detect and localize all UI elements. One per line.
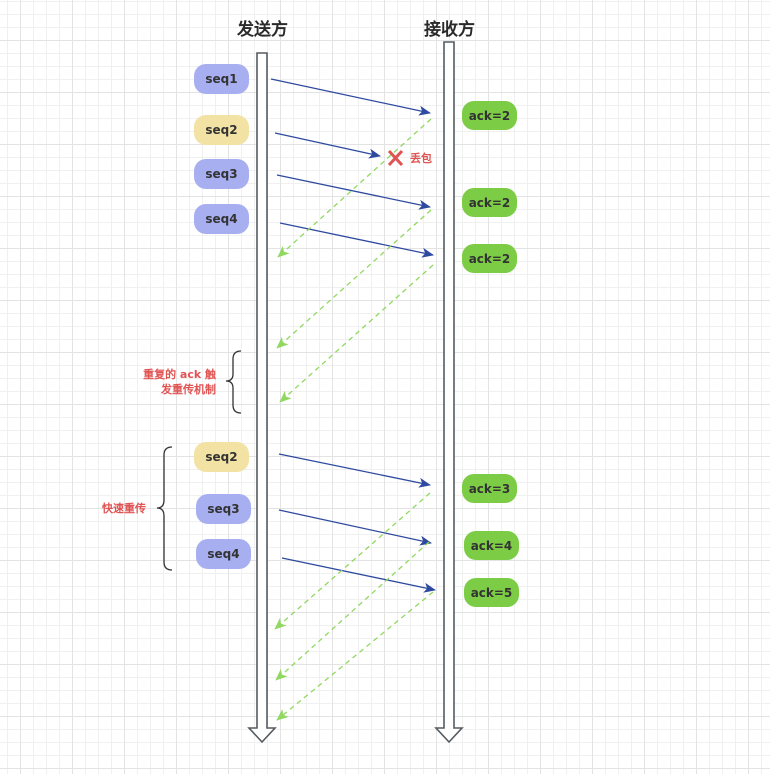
ack-2: ack=2 [462, 188, 517, 217]
packet-loss-icon [387, 149, 404, 167]
data-arrow-seq4 [279, 222, 434, 258]
ack-arrow-retransmit-1 [274, 492, 431, 630]
segment-seq4: seq4 [194, 204, 249, 234]
ack-arrow-retransmit-2 [275, 541, 430, 681]
ack-arrow-2 [276, 209, 432, 349]
receiver-title: 接收方 [424, 20, 475, 40]
fast-retransmit-brace [156, 446, 173, 571]
data-arrow-seq3 [276, 174, 431, 210]
ack-arrow-retransmit-3 [276, 591, 434, 721]
retransmit-seq3: seq3 [196, 494, 251, 524]
ack-retransmit-2: ack=4 [464, 531, 519, 560]
duplicate-ack-brace [225, 350, 242, 414]
data-arrow-seq1 [270, 78, 431, 116]
ack-1: ack=2 [462, 101, 517, 130]
packet-loss-label: 丢包 [410, 152, 432, 165]
ack-3: ack=2 [462, 244, 517, 273]
data-arrow-retransmit-seq2 [278, 453, 431, 488]
ack-arrow-1 [277, 118, 432, 258]
data-arrow-retransmit-seq4 [281, 557, 436, 593]
duplicate-ack-note: 重复的 ack 触 发重传机制 [130, 367, 216, 397]
segment-seq3: seq3 [194, 159, 249, 189]
data-arrow-seq2-lost [274, 132, 381, 159]
ack-arrow-3 [279, 264, 434, 403]
segment-seq2-lost: seq2 [194, 115, 249, 145]
retransmit-seq4: seq4 [196, 539, 251, 569]
duplicate-ack-note-line1: 重复的 ack 触 [143, 368, 216, 381]
ack-retransmit-3: ack=5 [464, 578, 519, 607]
receiver-lifeline [434, 41, 464, 744]
sender-title: 发送方 [237, 20, 288, 40]
fast-retransmit-note: 快速重传 [102, 502, 146, 515]
retransmit-seq2: seq2 [194, 442, 249, 472]
segment-seq1: seq1 [194, 64, 249, 94]
sender-lifeline [247, 52, 277, 744]
data-arrow-retransmit-seq3 [278, 509, 432, 546]
duplicate-ack-note-line2: 发重传机制 [161, 383, 216, 396]
ack-retransmit-1: ack=3 [462, 474, 517, 503]
